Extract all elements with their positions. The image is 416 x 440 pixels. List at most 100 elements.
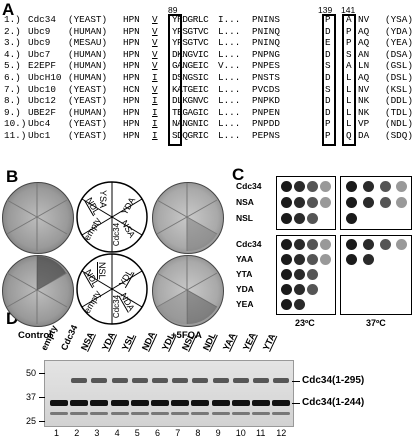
- band-1-295: [172, 378, 189, 383]
- seq-gap: V...: [218, 60, 241, 72]
- growth-spot: [294, 254, 305, 265]
- seq-position-141: P: [346, 37, 352, 49]
- growth-spot: [396, 269, 407, 280]
- protein-name: Ubc9: [28, 37, 51, 49]
- growth-spot: [346, 213, 357, 224]
- band-background: [231, 412, 250, 415]
- growth-spot: [294, 284, 305, 295]
- seq-left: HPN: [123, 118, 140, 130]
- growth-spot: [294, 269, 305, 280]
- map-bottom-seg-cdc34: Cdc34: [112, 294, 122, 319]
- band-background: [191, 412, 210, 415]
- species: (YEAST): [68, 118, 108, 130]
- protein-name: E2EPF: [28, 60, 56, 72]
- seq-position-141: L: [346, 83, 352, 95]
- species: (HUMAN): [68, 106, 108, 118]
- lane-number: 9: [215, 428, 221, 438]
- species: (YEAST): [68, 95, 108, 107]
- seq-position-139: D: [325, 72, 331, 83]
- strain-label: NSA: [236, 197, 254, 207]
- protein-name: Cdc34: [28, 14, 56, 25]
- growth-spot: [294, 181, 305, 192]
- growth-spot: [396, 239, 407, 250]
- growth-spot: [363, 299, 374, 310]
- seq-position-139: D: [325, 25, 331, 37]
- band-1-244: [50, 400, 68, 406]
- seq-right: PEPNS: [252, 130, 280, 141]
- protein-name: Ubc9: [28, 25, 51, 37]
- seq-triple: (YDA): [385, 25, 413, 37]
- seq-left: HPN: [123, 130, 140, 141]
- seq-right: PVCDS: [252, 83, 280, 95]
- box-position-141: [342, 14, 356, 146]
- seq-right: PNINS: [252, 14, 280, 25]
- seq-position-139: D: [325, 95, 331, 107]
- lane-number: 2: [74, 428, 80, 438]
- seq-position-141: L: [346, 72, 352, 83]
- seq-left: HPN: [123, 60, 140, 72]
- growth-spot: [307, 239, 318, 250]
- growth-spot: [380, 254, 391, 265]
- growth-spot: [346, 269, 357, 280]
- seq-gap: L...: [218, 72, 241, 83]
- band-background: [151, 412, 169, 415]
- seq-triple: (GSL): [385, 60, 413, 72]
- strain-label: YTA: [236, 269, 253, 279]
- seq-triple: (YEA): [385, 37, 413, 49]
- seq-end: AQ: [358, 25, 370, 37]
- seq-end: NK: [358, 106, 370, 118]
- seq-position-141: L: [346, 95, 352, 107]
- seq-underlined-residue: V: [152, 25, 158, 37]
- growth-spot: [307, 284, 318, 295]
- seq-right: PNPNG: [252, 48, 280, 60]
- band-1-295: [253, 378, 269, 383]
- row-number: 6.): [4, 72, 21, 83]
- protein-name: Ubc1: [28, 130, 51, 141]
- growth-spot: [320, 284, 331, 295]
- band-1-244: [171, 400, 190, 406]
- seq-position-139: P: [325, 14, 331, 25]
- growth-spot: [307, 269, 318, 280]
- band-background: [171, 412, 190, 415]
- row-number: 9.): [4, 106, 21, 118]
- lane-number: 5: [134, 428, 140, 438]
- growth-spot: [396, 284, 407, 295]
- map-top-seg-cdc34: Cdc34: [112, 222, 122, 247]
- band-background: [211, 412, 230, 415]
- seq-triple: (DSL): [385, 72, 413, 83]
- seq-left: HPN: [123, 37, 140, 49]
- growth-spot: [320, 254, 331, 265]
- seq-gap: L...: [218, 48, 241, 60]
- lane-number: 10: [235, 428, 246, 438]
- row-number: 7.): [4, 83, 21, 95]
- growth-spot: [320, 197, 331, 208]
- seq-position-139: P: [325, 118, 331, 130]
- growth-spot: [363, 254, 374, 265]
- row-number: 11.): [4, 130, 27, 141]
- seq-gap: L...: [218, 118, 241, 130]
- lane-number: 11: [256, 428, 266, 438]
- species: (HUMAN): [68, 72, 108, 83]
- marker-37: 37: [26, 392, 37, 402]
- seq-end: AN: [358, 48, 370, 60]
- panel-c-label: C: [232, 165, 245, 184]
- marker-25: 25: [26, 416, 37, 426]
- growth-spot: [380, 239, 391, 250]
- band-pointer-295: [292, 381, 300, 382]
- growth-spot: [320, 239, 331, 250]
- panel-b-drawing: [6, 181, 218, 325]
- lane-number: 12: [276, 428, 287, 438]
- panel-a-label: A: [2, 0, 15, 19]
- seq-underlined-residue: V: [152, 48, 158, 60]
- growth-spot: [307, 197, 318, 208]
- band-1-295: [131, 378, 148, 383]
- growth-spot: [380, 269, 391, 280]
- band-1-244: [90, 400, 109, 406]
- seq-left: HPN: [123, 72, 140, 83]
- seq-underlined-residue: V: [152, 14, 158, 25]
- lane-number: 3: [94, 428, 100, 438]
- protein-name: UBE2F: [28, 106, 56, 118]
- strain-label: Cdc34: [236, 181, 262, 191]
- growth-spot: [294, 299, 305, 310]
- seq-middle: NANGNIC: [172, 118, 209, 130]
